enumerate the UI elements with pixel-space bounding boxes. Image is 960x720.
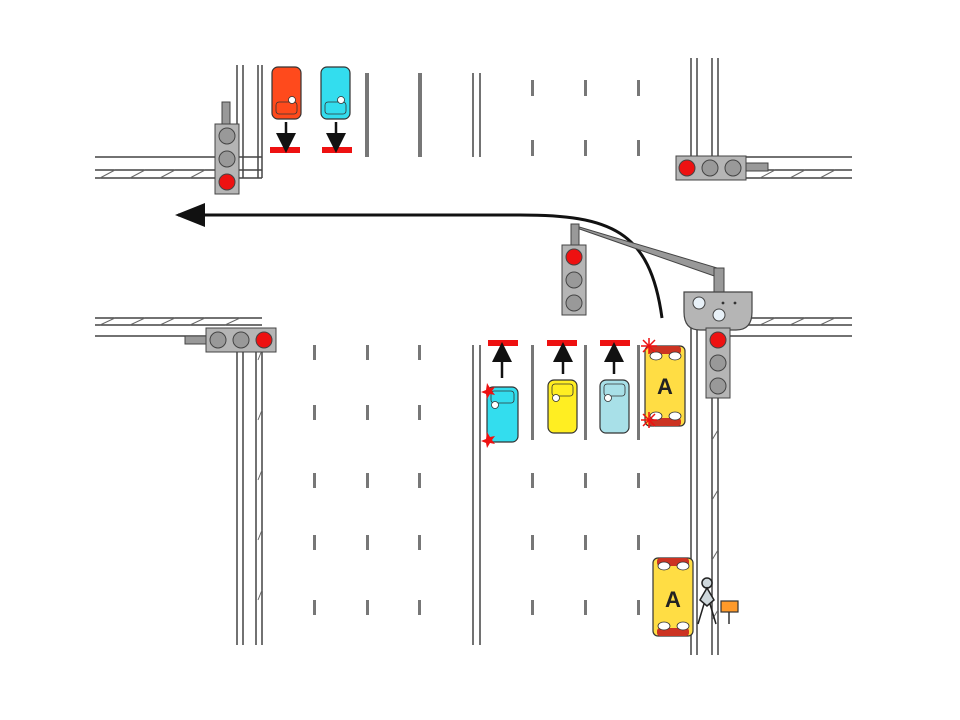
turn-signal-icon [481, 383, 495, 399]
road-edges [95, 58, 852, 655]
signal-center-overhead [561, 223, 725, 316]
red-light [678, 159, 696, 177]
bus-label: A [657, 374, 673, 399]
northbound-car-lightblue [599, 342, 630, 434]
bus-a-intersection: A [641, 338, 686, 428]
red-light [565, 248, 583, 266]
turn-signal-icon [481, 432, 495, 448]
northbound-car-cyan [481, 342, 519, 448]
bus-a-bottom: A [652, 557, 694, 637]
hazard-light-icon [641, 338, 657, 428]
lane-markings-north [365, 73, 640, 157]
traffic-camera-icon [683, 291, 753, 331]
signal-southwest [184, 327, 277, 353]
red-light [218, 173, 236, 191]
lane-markings-south [313, 345, 640, 615]
red-light [255, 331, 273, 349]
red-light [709, 331, 727, 349]
signal-northwest [214, 101, 240, 195]
bus-label: A [665, 587, 681, 612]
northbound-car-yellow [547, 342, 578, 434]
southbound-car-cyan [320, 66, 351, 153]
roadside-sign-icon [720, 600, 739, 624]
crosswalk-hatching [99, 169, 836, 621]
curved-left-turn-arrow-icon [175, 203, 664, 319]
signal-southeast [705, 327, 731, 399]
southbound-car-red [271, 66, 302, 153]
pedestrian-icon [697, 577, 717, 625]
signal-northeast [675, 155, 769, 181]
